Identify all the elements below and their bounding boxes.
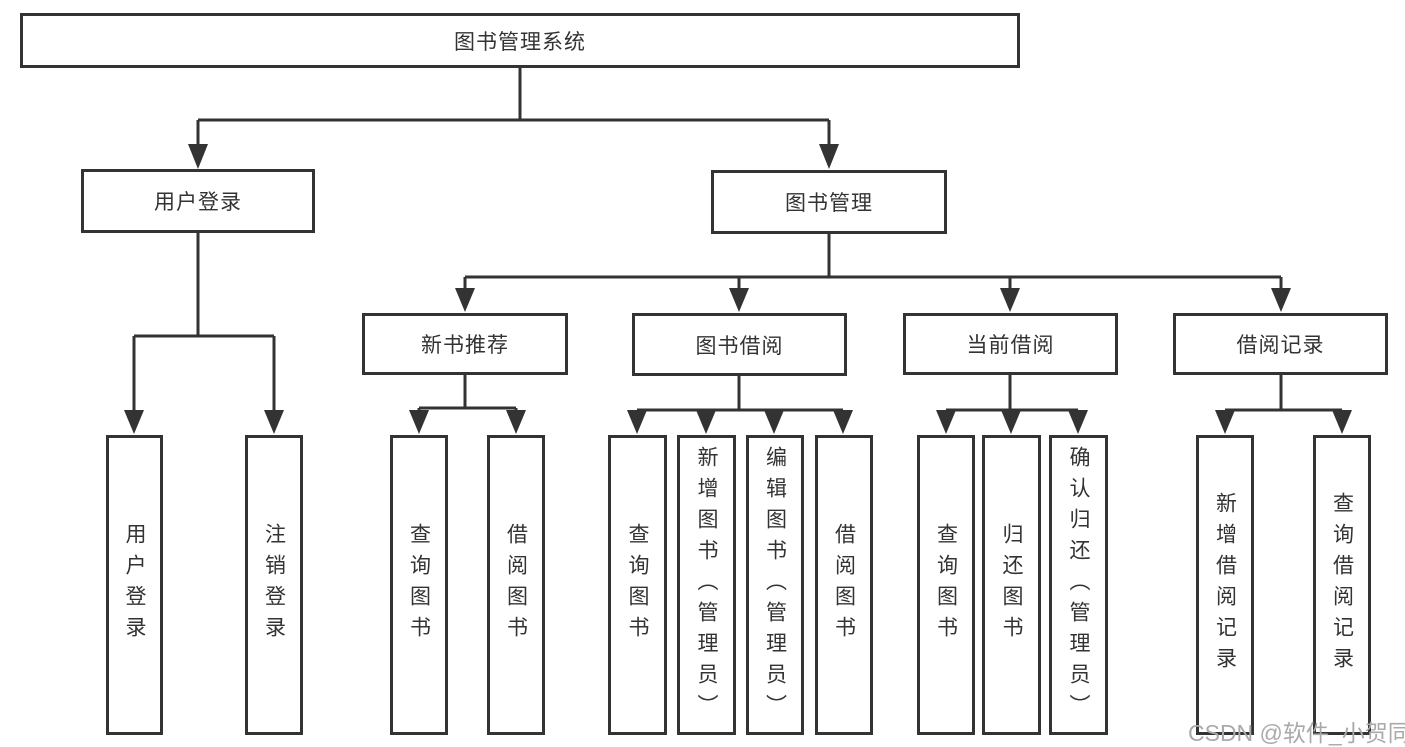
csdn-watermark: CSDN @软件_小贺同学 — [1188, 720, 1405, 746]
leaf-label: 查询图书 — [407, 523, 431, 647]
leaf-borrow-books: 借阅图书 — [815, 435, 873, 735]
leaf-label: 借阅图书 — [832, 523, 856, 647]
leaf-label: 查询图书 — [626, 523, 649, 647]
leaf-label: 新增图书（管理员） — [695, 445, 718, 725]
node-label: 新书推荐 — [421, 334, 509, 357]
node-label: 图书管理 — [785, 192, 873, 215]
leaf-label: 新增借阅记录 — [1213, 492, 1237, 678]
leaf-label: 编辑图书（管理员） — [763, 445, 787, 725]
leaf-label: 用户登录 — [123, 523, 146, 647]
node-new-book-recommend: 新书推荐 — [362, 313, 568, 375]
leaf-label: 归还图书 — [1000, 523, 1023, 647]
leaf-return-books: 归还图书 — [982, 435, 1041, 735]
leaf-borrow-books-recommend: 借阅图书 — [487, 435, 545, 735]
leaf-label: 查询借阅记录 — [1330, 492, 1354, 678]
leaf-label: 查询图书 — [934, 523, 958, 647]
leaf-confirm-return-admin: 确认归还（管理员） — [1049, 435, 1108, 735]
arrowheads — [124, 144, 1352, 434]
node-current-borrow: 当前借阅 — [903, 313, 1118, 375]
node-book-management: 图书管理 — [711, 170, 947, 234]
leaf-logout: 注销登录 — [245, 435, 303, 735]
node-user-login: 用户登录 — [81, 169, 315, 233]
leaf-label: 确认归还（管理员） — [1067, 445, 1090, 725]
node-label: 图书借阅 — [695, 334, 784, 358]
leaf-query-books-borrow: 查询图书 — [608, 435, 667, 735]
node-label: 图书管理系统 — [454, 30, 586, 54]
leaf-label: 借阅图书 — [504, 523, 528, 647]
node-label: 借阅记录 — [1236, 334, 1325, 357]
leaf-edit-books-admin: 编辑图书（管理员） — [746, 435, 804, 735]
node-book-borrow: 图书借阅 — [632, 313, 847, 376]
leaf-add-borrow-record: 新增借阅记录 — [1196, 435, 1254, 735]
leaf-label: 注销登录 — [262, 523, 286, 647]
leaf-add-books-admin: 新增图书（管理员） — [677, 435, 736, 735]
node-borrow-records: 借阅记录 — [1173, 313, 1388, 375]
node-label: 当前借阅 — [966, 334, 1055, 357]
leaf-query-borrow-record: 查询借阅记录 — [1313, 435, 1371, 735]
leaf-query-books-recommend: 查询图书 — [390, 435, 448, 735]
node-label: 用户登录 — [154, 191, 242, 214]
node-root-system: 图书管理系统 — [20, 13, 1020, 68]
leaf-query-books-current: 查询图书 — [917, 435, 975, 735]
leaf-user-login: 用户登录 — [106, 435, 163, 735]
